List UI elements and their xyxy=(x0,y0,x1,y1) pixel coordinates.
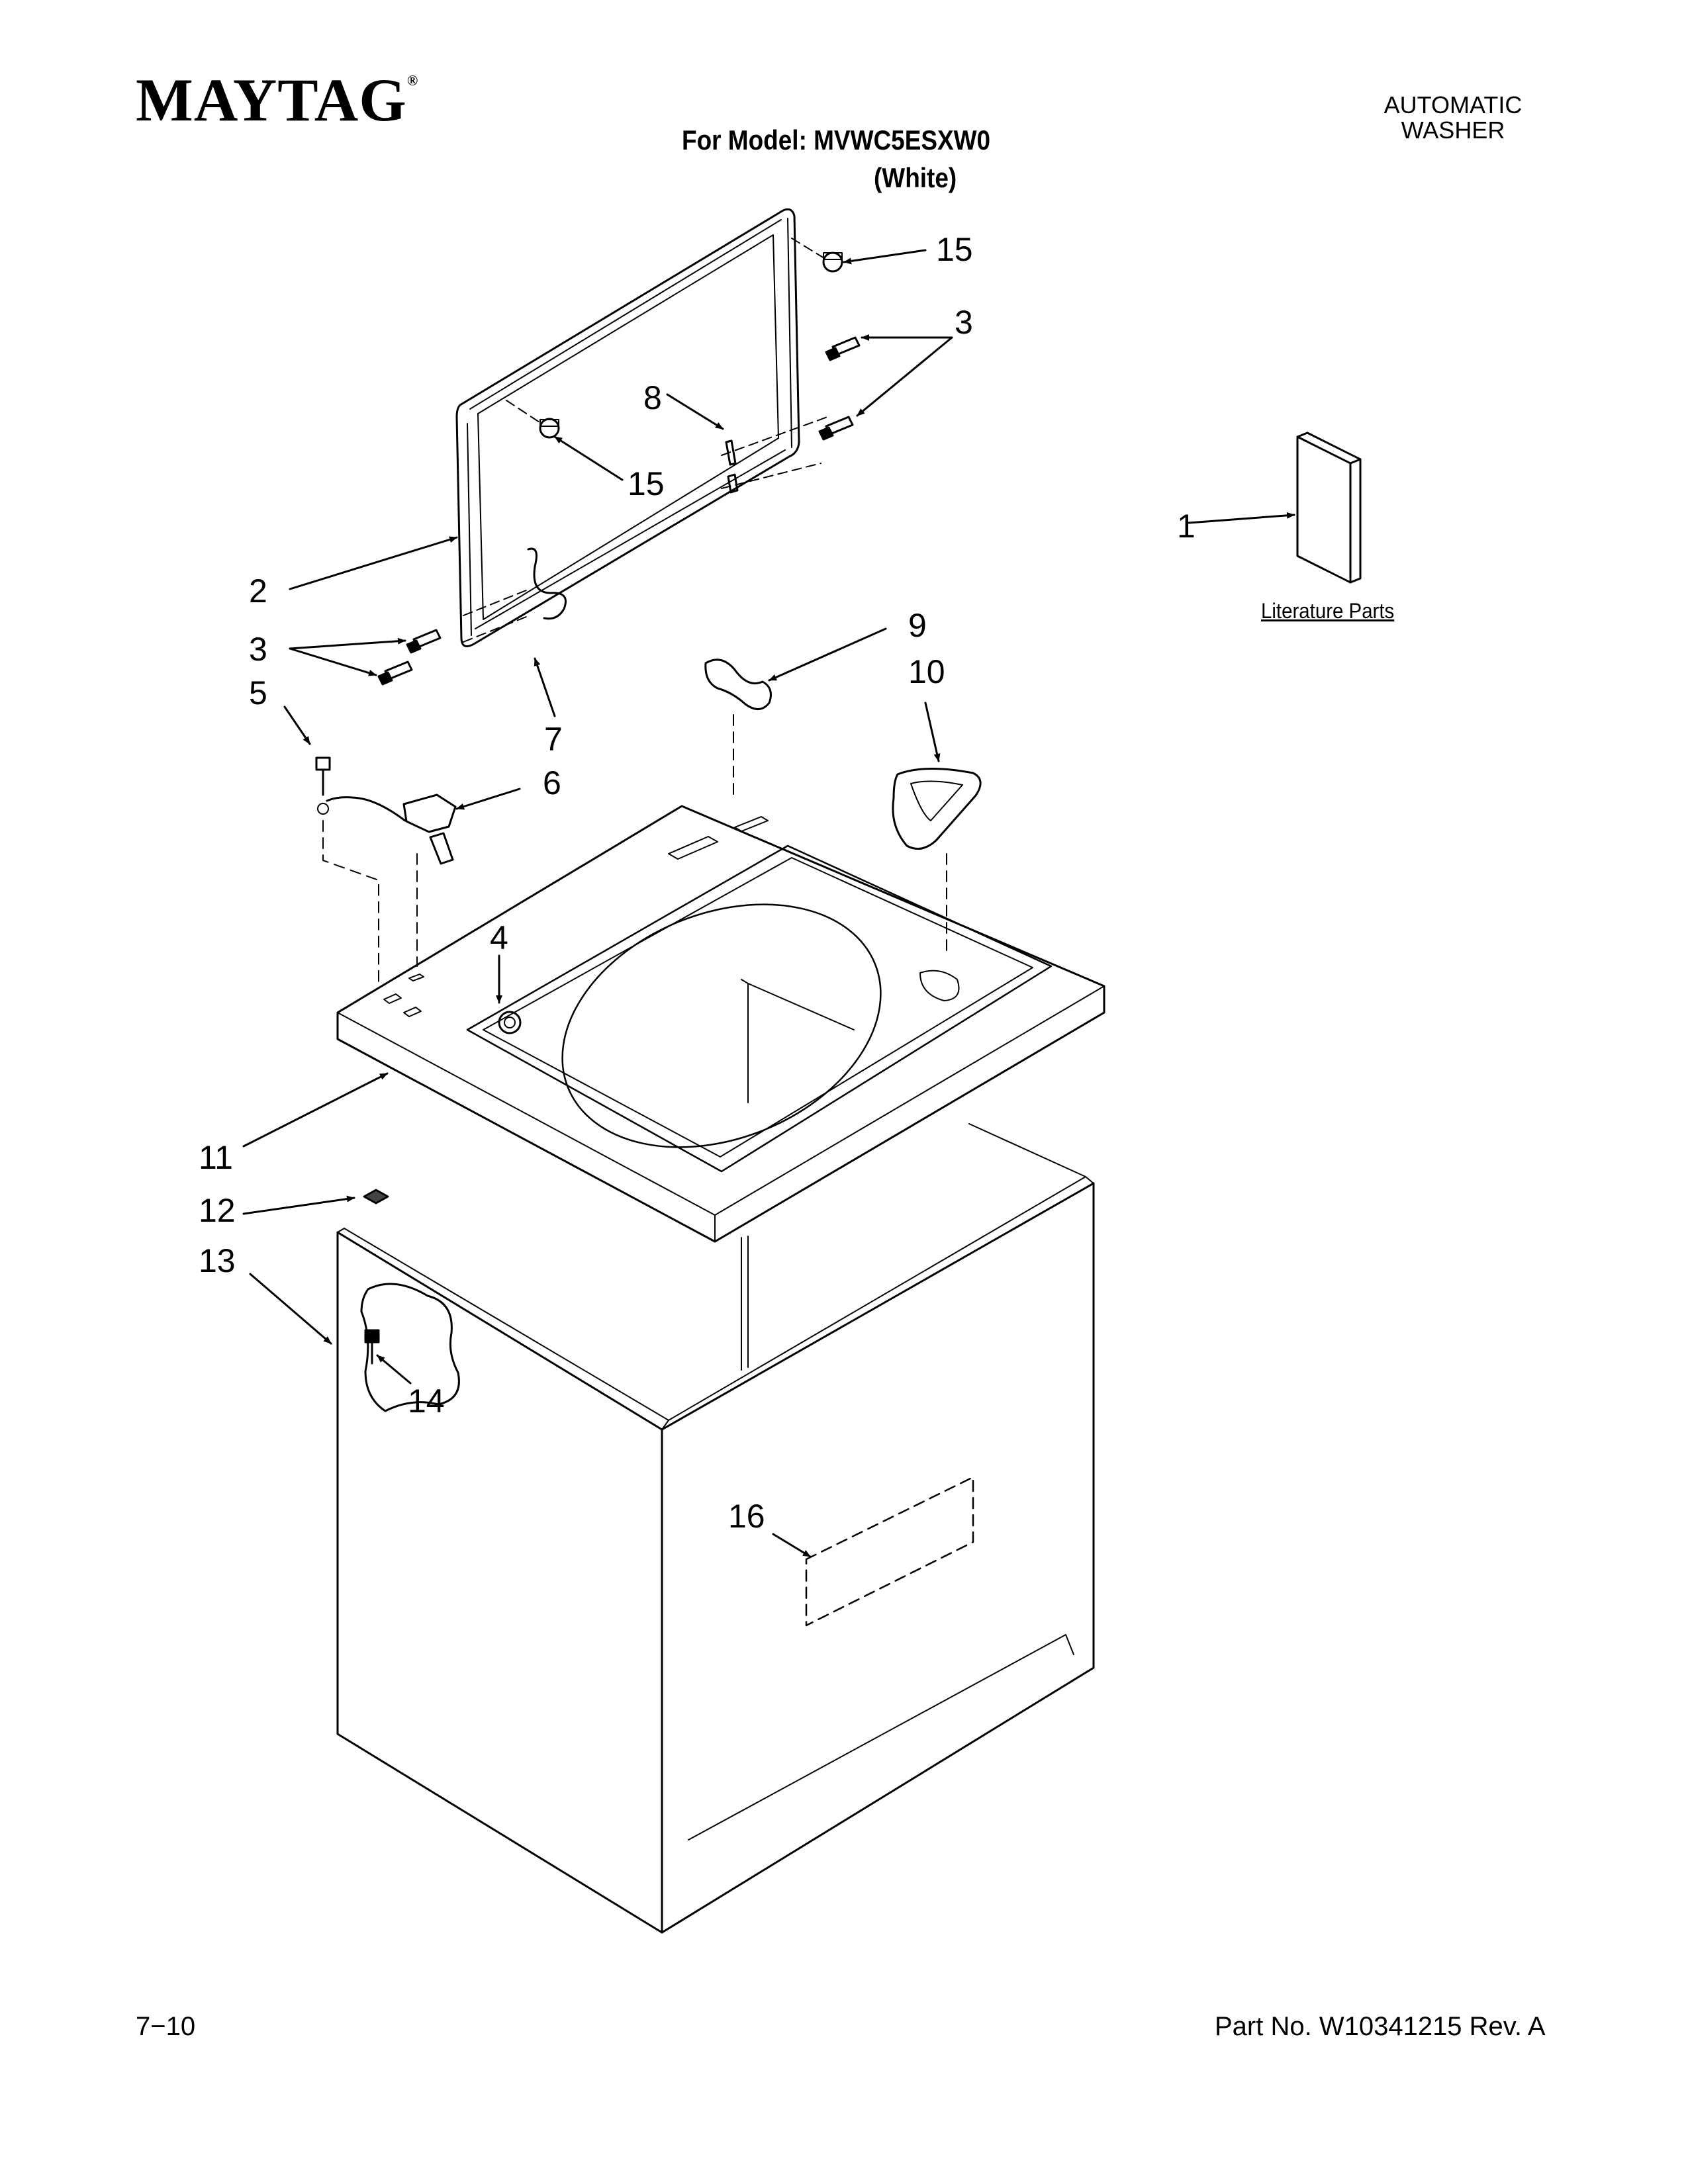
callout-7: 7 xyxy=(544,721,563,758)
alignment-lines-top xyxy=(322,714,947,984)
hinge-screw-upper-right xyxy=(825,336,861,361)
bleach-dispenser xyxy=(892,767,982,850)
hinge-screw-upper-left xyxy=(406,629,442,654)
product-type: AUTOMATIC WASHER xyxy=(1377,93,1529,143)
lid-switch xyxy=(326,794,457,865)
lid-bumper-top xyxy=(822,251,843,273)
brand-name: MAYTAG xyxy=(136,66,407,134)
part-number: Part No. W10341215 Rev. A xyxy=(1215,2012,1546,2041)
callout-3-left: 3 xyxy=(249,631,267,668)
product-type-line2: WASHER xyxy=(1401,116,1505,144)
top-slot-details xyxy=(383,816,769,1017)
corner-bracket xyxy=(363,1189,389,1205)
maytag-logo: MAYTAG® xyxy=(136,69,418,130)
model-number: For Model: MVWC5ESXW0 xyxy=(682,124,991,156)
model-color: (White) xyxy=(874,162,957,193)
hinge-screw-lower-left xyxy=(377,660,413,686)
page-date-code: 7−10 xyxy=(136,2012,196,2041)
callout-12: 12 xyxy=(199,1192,236,1229)
callout-15-top: 15 xyxy=(936,231,973,268)
dispenser-clip xyxy=(704,659,772,710)
washer-top-assembly xyxy=(336,805,1105,1243)
callout-13: 13 xyxy=(199,1242,236,1279)
callout-8: 8 xyxy=(643,379,662,416)
washer-cabinet xyxy=(336,1123,1095,1934)
lid-hinge-left xyxy=(527,547,567,620)
lid-assembly xyxy=(455,208,800,648)
hinge-screw-lower-right xyxy=(818,416,854,441)
callout-1: 1 xyxy=(1177,508,1196,545)
callout-5: 5 xyxy=(249,674,267,711)
switch-screw xyxy=(315,756,331,815)
callout-11: 11 xyxy=(199,1139,233,1176)
lid-hinge-right xyxy=(725,439,739,494)
callout-leaders xyxy=(242,249,1295,1558)
callout-3-right: 3 xyxy=(955,304,973,341)
callout-9: 9 xyxy=(908,607,927,644)
alignment-lines-lid xyxy=(463,238,828,643)
callout-2: 2 xyxy=(249,572,267,610)
product-type-line1: AUTOMATIC xyxy=(1383,91,1523,118)
callout-14: 14 xyxy=(408,1383,445,1420)
literature-parts-label: Literature Parts xyxy=(1261,599,1395,623)
cabinet-detail-bubble xyxy=(360,1283,460,1412)
serial-label-outline xyxy=(805,1476,974,1627)
registered-mark: ® xyxy=(406,72,419,89)
literature-booklet xyxy=(1296,432,1362,584)
lid-bumper-side xyxy=(539,418,560,439)
callout-4: 4 xyxy=(490,919,508,956)
callout-10: 10 xyxy=(908,653,945,690)
callout-16: 16 xyxy=(728,1498,765,1535)
callout-15-side: 15 xyxy=(628,465,665,502)
callout-6: 6 xyxy=(543,764,561,801)
